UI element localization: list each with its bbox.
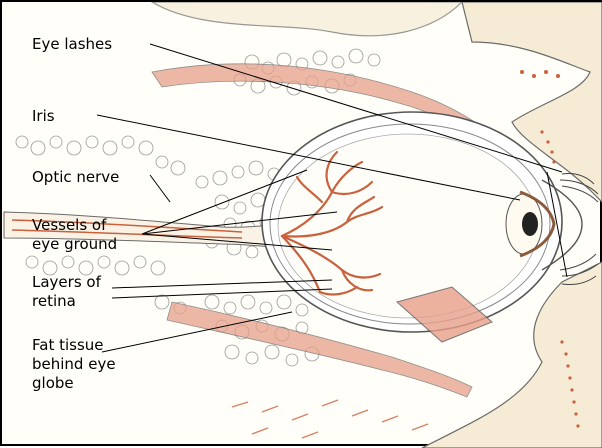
label-fat-line2: behind eye bbox=[32, 355, 116, 374]
bottom-sketch bbox=[232, 400, 428, 438]
label-fat-line3: globe bbox=[32, 374, 74, 393]
vitreous bbox=[278, 134, 538, 318]
brow-skin bbox=[152, 2, 462, 36]
label-vessels-line2: eye ground bbox=[32, 235, 117, 254]
pupil bbox=[522, 212, 538, 236]
label-layers-line2: retina bbox=[32, 292, 76, 311]
leader-optic-nerve bbox=[150, 175, 170, 202]
label-optic-nerve: Optic nerve bbox=[32, 168, 119, 187]
label-vessels-line1: Vessels of bbox=[32, 216, 106, 235]
label-iris: Iris bbox=[32, 107, 55, 126]
label-layers-line1: Layers of bbox=[32, 273, 101, 292]
label-eye-lashes: Eye lashes bbox=[32, 35, 112, 54]
label-fat-line1: Fat tissue bbox=[32, 336, 104, 355]
